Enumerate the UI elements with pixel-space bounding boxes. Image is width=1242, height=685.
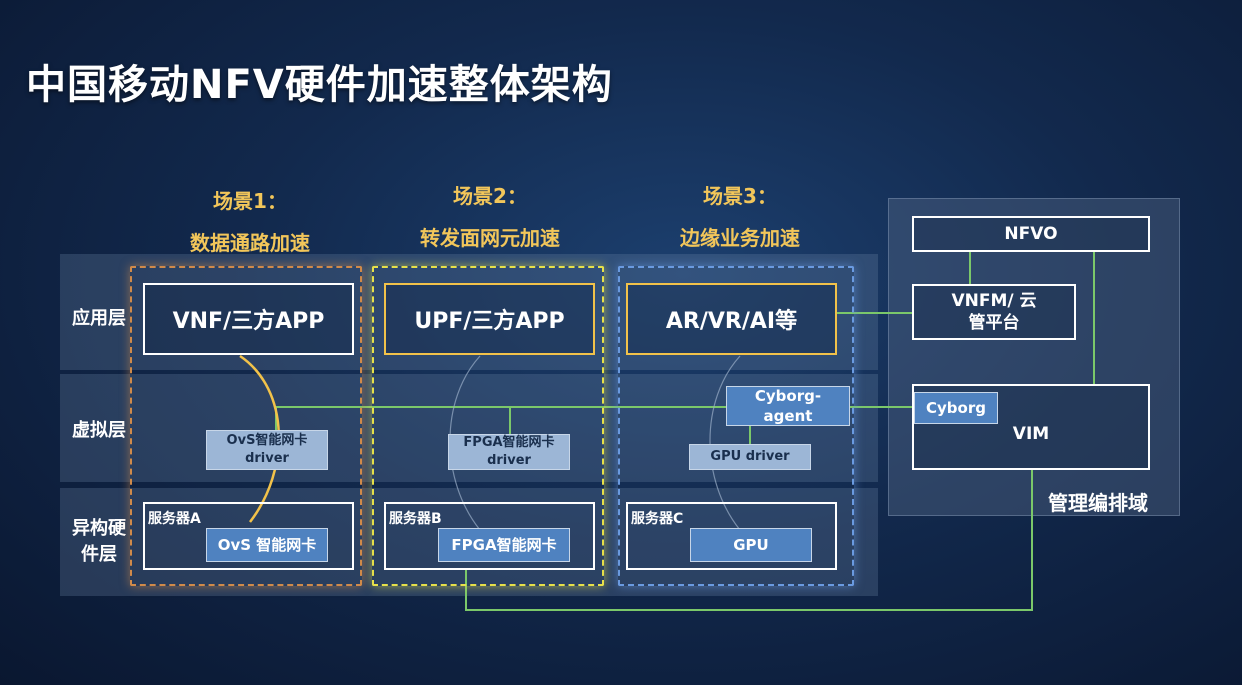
app-layer-label: 应用层	[72, 308, 126, 329]
server-b-label: 服务器B	[389, 511, 442, 527]
scenario-2-name: 转发面网元加速	[420, 226, 560, 250]
scenario-2-frame	[372, 266, 604, 586]
server-c-label: 服务器C	[631, 511, 684, 527]
cyborg-agent-chip: Cyborg-agent	[726, 386, 850, 426]
fpga-nic-chip: FPGA智能网卡	[438, 528, 570, 562]
gpu-chip: GPU	[690, 528, 812, 562]
hardware-layer-label: 异构硬 件层	[64, 516, 134, 568]
server-a-label: 服务器A	[148, 511, 201, 527]
upf-app-box: UPF/三方APP	[384, 283, 595, 355]
scenario-1-name: 数据通路加速	[190, 231, 310, 255]
vnf-app-box: VNF/三方APP	[143, 283, 354, 355]
vnfm-box: VNFM/ 云管平台	[912, 284, 1076, 340]
cyborg-chip: Cyborg	[914, 392, 998, 424]
scenario-3-heading: 场景3： 边缘业务加速	[620, 175, 860, 259]
server-b-box	[384, 502, 595, 570]
hardware-layer-label-line1: 异构硬	[72, 518, 126, 539]
scenario-3-name: 边缘业务加速	[680, 226, 800, 250]
ovs-nic-chip: OvS 智能网卡	[206, 528, 328, 562]
ar-vr-ai-box: AR/VR/AI等	[626, 283, 837, 355]
scenario-1-heading: 场景1： 数据通路加速	[140, 180, 360, 264]
page-title: 中国移动NFV硬件加速整体架构	[26, 62, 613, 108]
virtual-layer-label: 虚拟层	[72, 420, 126, 441]
scenario-1-frame	[130, 266, 362, 586]
server-c-box	[626, 502, 837, 570]
management-domain-label: 管理编排域	[1048, 491, 1148, 515]
scenario-3-number: 场景3：	[703, 184, 777, 208]
scenario-2-number: 场景2：	[453, 184, 527, 208]
fpga-driver-chip: FPGA智能网卡 driver	[448, 434, 570, 470]
gpu-driver-chip: GPU driver	[689, 444, 811, 470]
server-a-box	[143, 502, 354, 570]
hardware-layer-label-line2: 件层	[81, 544, 117, 565]
scenario-3-frame	[618, 266, 854, 586]
ovs-driver-chip: OvS智能网卡 driver	[206, 430, 328, 470]
scenario-1-number: 场景1：	[213, 189, 287, 213]
app-layer-band	[60, 254, 878, 370]
scenario-2-heading: 场景2： 转发面网元加速	[370, 175, 610, 259]
nfvo-box: NFVO	[912, 216, 1150, 252]
